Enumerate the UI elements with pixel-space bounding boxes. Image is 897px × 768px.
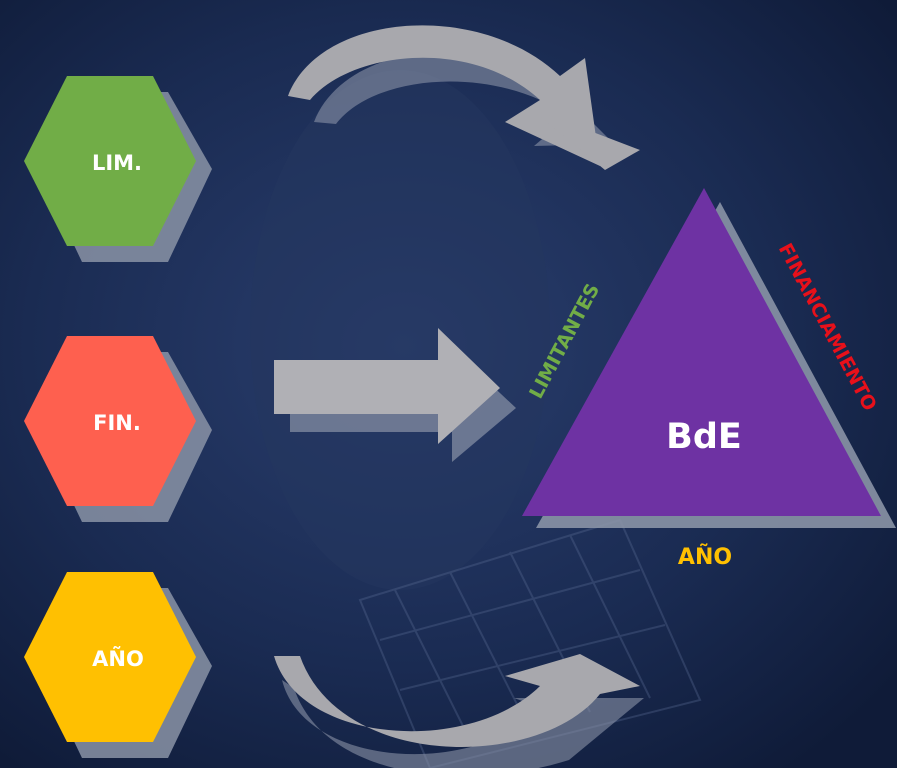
straight-arrow-body [274, 328, 500, 444]
hexagon-fin-shape [24, 336, 196, 506]
triangle-center-label: BdE [666, 417, 742, 457]
background-checker-pattern [358, 518, 702, 768]
straight-arrow [274, 328, 516, 462]
hexagon-lim: LIM. [24, 76, 212, 262]
curved-arrow-top-head [530, 108, 640, 170]
triangle-bde-shape [522, 188, 881, 516]
hexagon-ano: AÑO [24, 572, 212, 758]
curved-arrow-bottom-body [274, 654, 640, 747]
curved-arrow-top-shadow [314, 52, 614, 146]
hexagon-fin-label: FIN. [93, 411, 141, 435]
curved-arrow-top-body [288, 25, 600, 167]
background-shape [250, 70, 550, 590]
triangle-bde: BdE [522, 188, 896, 528]
hexagon-fin: FIN. [24, 336, 212, 522]
curved-arrow-bottom [274, 654, 644, 768]
hexagon-lim-shape [24, 76, 196, 246]
hexagon-ano-label: AÑO [92, 646, 144, 671]
hexagon-lim-label: LIM. [92, 151, 142, 175]
triangle-bottom-label: AÑO [678, 544, 732, 570]
curved-arrow-top [288, 25, 640, 170]
hexagon-ano-shape [24, 572, 196, 742]
